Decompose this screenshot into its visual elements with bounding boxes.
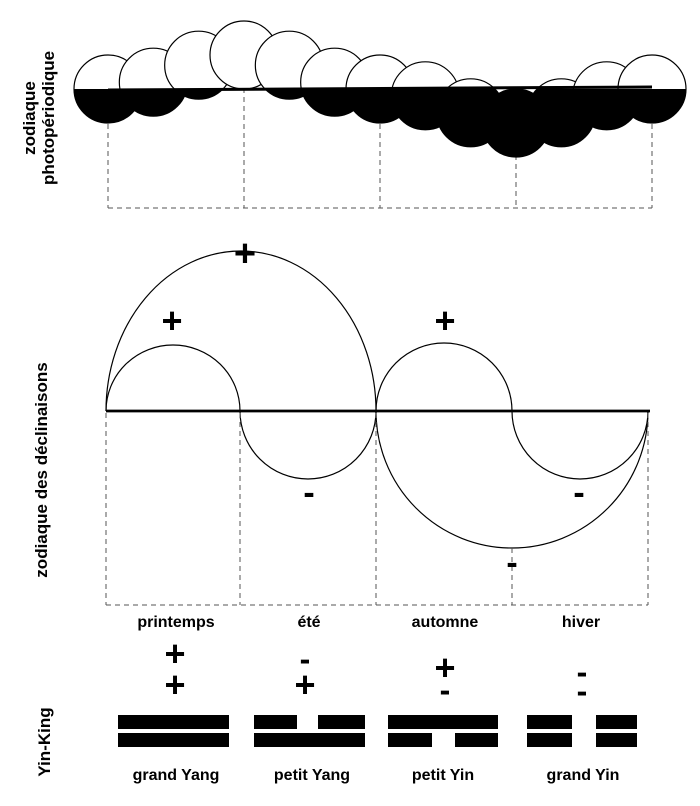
season-automne: automne [412, 614, 479, 631]
summer-arc-sign: - [303, 474, 314, 512]
season-printemps: printemps [137, 614, 214, 631]
moon-phase-outline [617, 54, 687, 124]
petit-yang-sign-1: - [300, 641, 311, 677]
petit-yang-top-bar-right [318, 715, 365, 729]
grand-yin-sign-1: - [577, 654, 588, 690]
photoperiodic-label-line1: zodiaque [20, 81, 39, 155]
petit-yin-sign-1: + [434, 647, 455, 688]
petit-yin-top-bar [388, 715, 498, 729]
yinking-label: Yin-King [35, 707, 54, 776]
grand-yin-top-bar-right [596, 715, 637, 729]
season-hiver: hiver [562, 614, 600, 631]
spring-arc-sign: + [161, 300, 182, 341]
trigram-signs: + + - + + - - - [164, 633, 587, 709]
winter-arc-sign: - [573, 474, 584, 512]
grand-yang-sign-1: + [164, 633, 185, 674]
petit-yin-bottom-bar-right [455, 733, 498, 747]
grand-yin-bottom-bar-right [596, 733, 637, 747]
big-lower-arc [375, 410, 649, 549]
trigram-name-petit-yin: petit Yin [412, 767, 474, 784]
grand-yin-bottom-bar-left [527, 733, 572, 747]
moon-phase-dark-part [164, 89, 233, 100]
declinations-guides [105, 413, 649, 606]
declinations-label: zodiaque des déclinaisons [32, 362, 51, 577]
petit-yin-sign-2: - [440, 672, 451, 708]
trigram-name-grand-yin: grand Yin [547, 767, 620, 784]
autumn-arc-sign: + [434, 300, 455, 341]
digram-bars [118, 715, 637, 747]
grand-yang-sign-2: + [164, 664, 185, 705]
big-upper-arc [105, 250, 377, 412]
grand-yin-sign-2: - [577, 673, 588, 709]
photoperiodic-guides [107, 88, 653, 209]
spring-arc [105, 344, 241, 412]
big-upper-arc-sign: + [234, 233, 256, 275]
grand-yang-top-bar [118, 715, 229, 729]
trigram-name-grand-yang: grand Yang [133, 767, 220, 784]
petit-yang-bottom-bar [254, 733, 365, 747]
big-lower-arc-sign: - [506, 544, 517, 582]
grand-yang-bottom-bar [118, 733, 229, 747]
moon-phase-dark-part [119, 89, 188, 117]
grand-yin-top-bar-left [527, 715, 572, 729]
moon-phase-dark-part [255, 89, 324, 100]
trigram-name-petit-yang: petit Yang [274, 767, 350, 784]
petit-yang-top-bar-left [254, 715, 297, 729]
photoperiodic-label-line2: photopériodique [39, 51, 58, 185]
declinations-arcs [105, 250, 649, 549]
petit-yin-bottom-bar-left [388, 733, 432, 747]
autumn-arc [375, 342, 513, 412]
summer-arc [239, 410, 377, 480]
winter-arc [511, 410, 649, 480]
photoperiodic-axis [107, 85, 653, 92]
petit-yang-sign-2: + [294, 664, 315, 705]
season-ete: été [297, 614, 320, 631]
